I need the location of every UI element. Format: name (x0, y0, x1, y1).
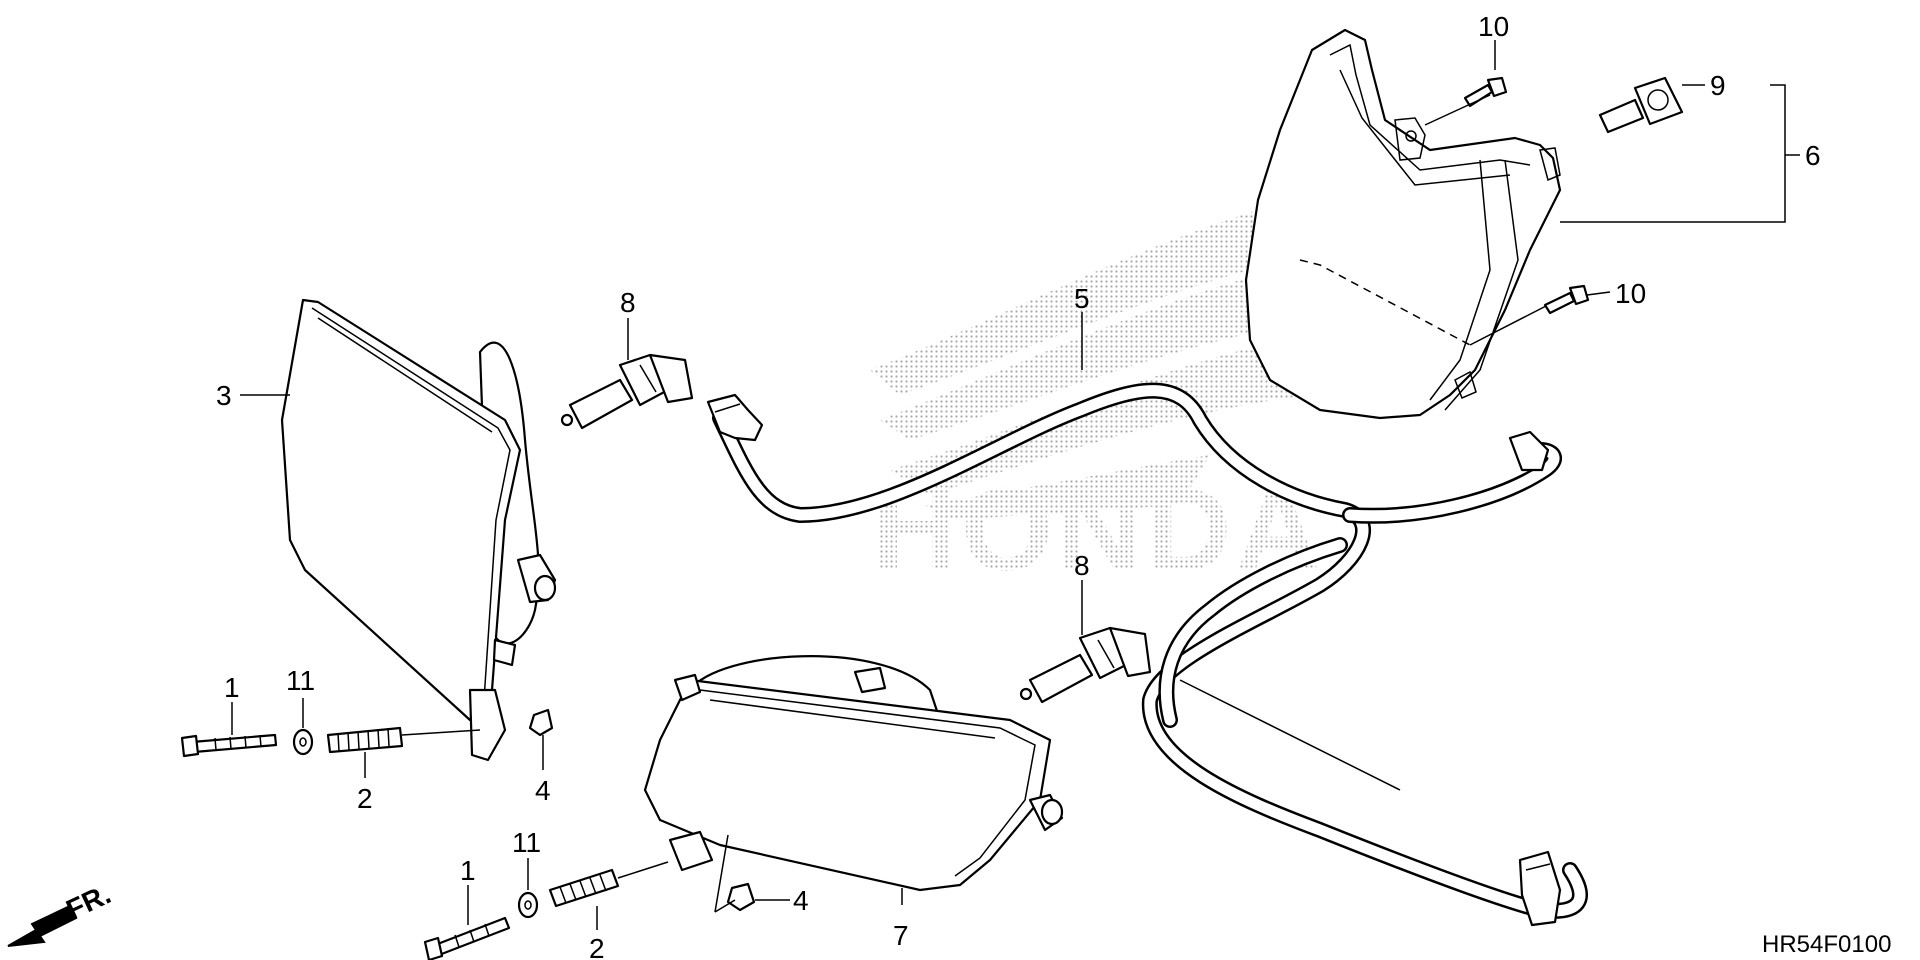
callout-headlight-right: 3 (216, 380, 232, 411)
leader-lines (231, 40, 1800, 930)
callout-bulb-upper: 8 (620, 287, 636, 318)
callout-screw-top: 10 (1478, 11, 1509, 42)
honda-wing-watermark: HONDA (870, 190, 1332, 596)
bolt-lower (423, 916, 511, 960)
callout-headlight-left: 7 (893, 920, 909, 951)
callout-wire-harness: 5 (1074, 283, 1090, 314)
nut-lower (726, 882, 756, 912)
screw-right (1543, 284, 1590, 315)
nut-upper (528, 708, 554, 737)
callout-spring-upper: 2 (357, 783, 373, 814)
callout-labels: 1 1 2 2 3 4 4 5 6 7 8 8 9 10 10 11 11 (216, 11, 1821, 960)
harness-connector-left (706, 393, 764, 442)
harness-connector-right (1508, 430, 1550, 472)
direction-arrow-icon (7, 904, 78, 947)
washer-upper (292, 728, 314, 756)
tail-light-assembly (1244, 28, 1562, 420)
spring-upper (326, 726, 404, 754)
callout-bulb-lower: 8 (1074, 550, 1090, 581)
callout-washer-upper: 11 (286, 665, 315, 696)
bulb-lower (1019, 626, 1152, 704)
bolt-upper (180, 733, 278, 758)
callout-bolt-lower: 1 (460, 855, 476, 886)
diagram-code: HR54F0100 (1762, 931, 1891, 958)
callout-nut-lower: 4 (793, 885, 809, 916)
callout-nut-upper: 4 (535, 775, 551, 806)
bulb-small (1598, 76, 1684, 134)
callout-bolt-upper: 1 (224, 672, 240, 703)
headlight-left (643, 655, 1064, 892)
harness-connector-bottom (1518, 850, 1562, 927)
bulb-upper (560, 353, 694, 430)
spring-lower (548, 868, 620, 908)
callout-spring-lower: 2 (589, 933, 605, 960)
front-direction-marker: FR. (7, 878, 115, 947)
callout-small-bulb: 9 (1710, 70, 1726, 101)
callout-tail-light-assy: 6 (1805, 140, 1821, 171)
callout-screw-right: 10 (1615, 278, 1646, 309)
wire-harness (706, 382, 1588, 927)
callout-washer-lower: 11 (512, 827, 541, 858)
screw-top (1463, 76, 1508, 108)
watermark-brand: HONDA (872, 464, 1325, 596)
washer-lower (517, 891, 539, 919)
headlight-right (280, 298, 557, 762)
